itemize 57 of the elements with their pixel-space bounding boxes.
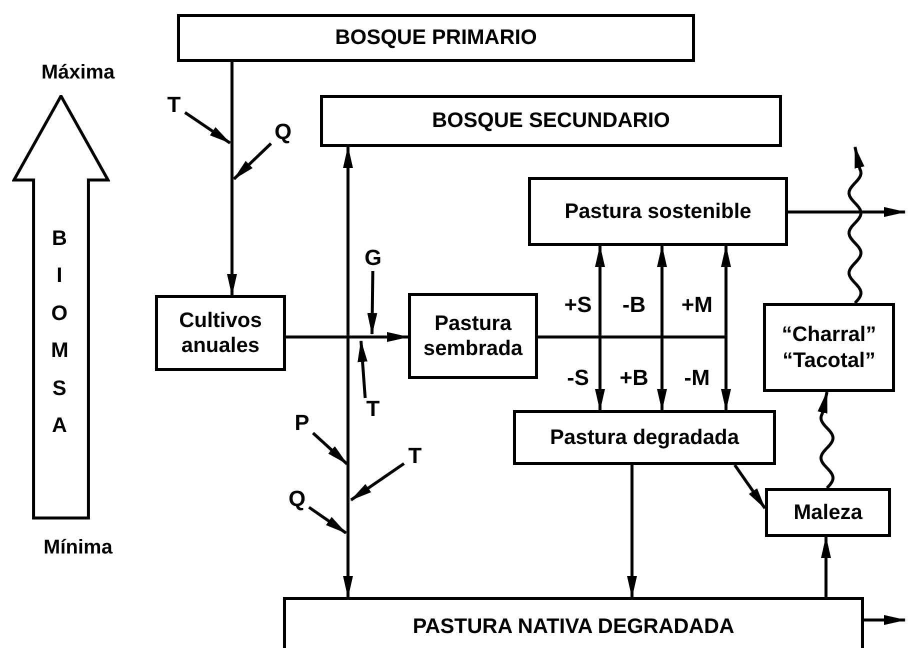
arrow [788,207,906,217]
arrow [367,270,378,335]
wavy-arrow [818,391,834,490]
factor-label: P [294,410,310,436]
process-box [528,177,788,246]
arrow [308,506,347,534]
change-label: +B [620,365,648,391]
factor-label: T [167,92,181,118]
factor-label: G [364,245,382,271]
arrow [350,462,405,502]
arrow [657,245,667,411]
scale-label: Mínima [44,536,112,560]
arrow [343,146,353,598]
arrow [595,245,605,411]
box-label: PASTURA NATIVA DEGRADADA [412,614,734,640]
box-label: Cultivos anuales [178,308,263,358]
process-box [155,295,286,371]
box-label: BOSQUE SECUNDARIO [432,108,670,134]
box-label: “Charral” [782,322,876,348]
process-box [513,410,776,465]
factor-label: T [366,396,380,422]
arrow [721,245,731,411]
arrow [286,332,409,342]
process-box [763,303,895,392]
process-box [320,95,782,147]
process-box [177,14,695,62]
box-label: BOSQUE PRIMARIO [335,25,537,51]
factor-label: Q [274,119,292,145]
change-label: +S [564,292,592,318]
biomass-arrow [12,95,110,520]
arrow [734,464,766,510]
box-label: Pastura sembrada [422,310,524,362]
process-box [765,488,891,537]
arrow [232,142,272,180]
arrow [864,615,906,625]
change-label: -M [684,365,710,391]
box-label: “Tacotal” [782,348,876,373]
arrow [627,465,637,598]
factor-label: T [408,443,422,469]
change-label: -S [567,365,589,391]
arrow [358,340,368,398]
arrow [184,111,231,144]
factor-label: Q [288,486,306,512]
box-label: Maleza [794,500,862,526]
wavy-arrow [848,146,864,304]
box-label: Pastura sostenible [564,198,752,224]
process-box [283,597,864,648]
change-label: +M [681,292,713,318]
change-label: -B [622,292,646,318]
arrow [227,62,237,296]
vertical-label: BIOMSA [51,226,68,439]
scale-label: Máxima [41,62,115,84]
process-box [408,293,538,379]
box-label: Pastura degradada [550,424,740,450]
connector-line [538,336,726,338]
arrow [312,432,348,466]
arrow [821,536,831,597]
